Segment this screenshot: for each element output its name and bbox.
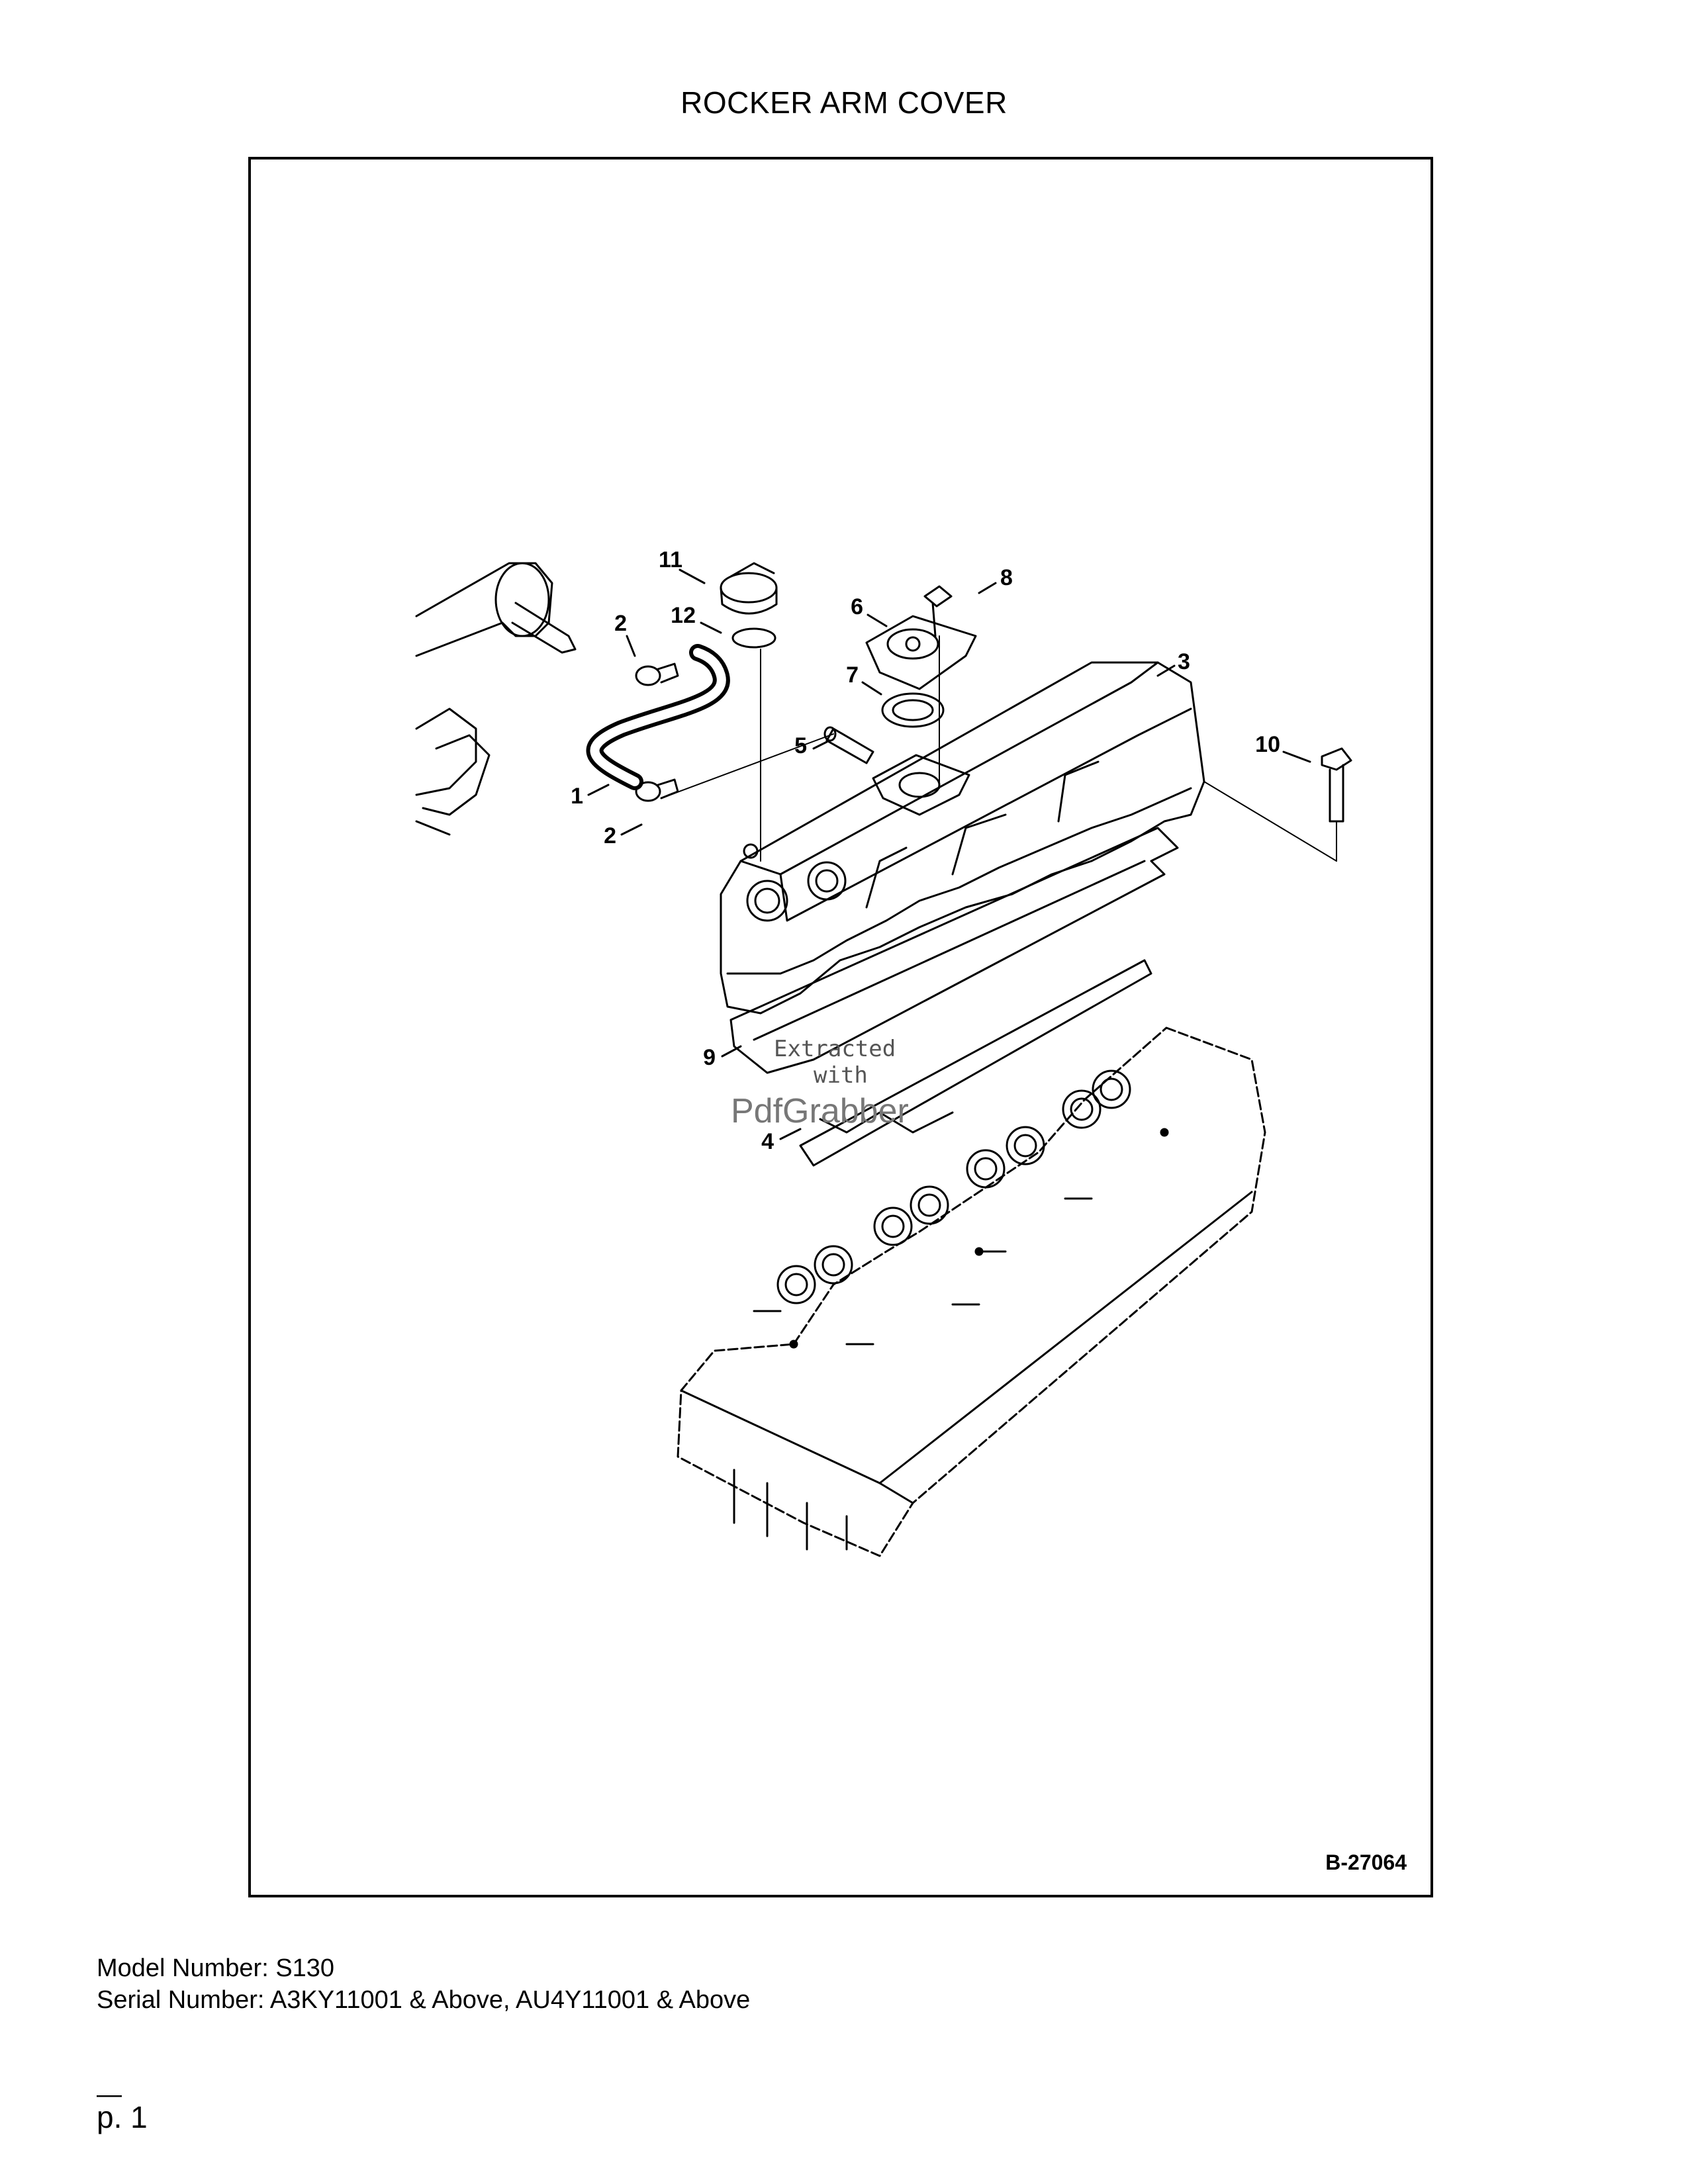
breather-hose — [586, 644, 730, 790]
callout-9: 9 — [703, 1045, 716, 1070]
model-number: Model Number: S130 — [97, 1954, 335, 1982]
breather-bolt — [923, 585, 953, 789]
callout-5: 5 — [794, 733, 807, 758]
mounting-bolt — [1203, 747, 1352, 862]
rocker-cover-gasket — [729, 827, 1179, 1167]
page-number: p. 1 — [97, 2100, 148, 2134]
breather-diaphragm — [881, 692, 945, 728]
hose-clamp-lower — [635, 778, 679, 802]
breather-pipe — [823, 726, 874, 764]
callout-2-upper: 2 — [614, 611, 627, 636]
oil-filler-cap — [720, 562, 778, 615]
callout-2-lower: 2 — [604, 823, 616, 848]
rocker-arm-cover — [720, 661, 1205, 1015]
figure-id: B-27064 — [1325, 1850, 1407, 1874]
cylinder-head — [677, 1026, 1266, 1557]
callout-12: 12 — [671, 603, 696, 628]
pdfgrabber-watermark: Extracted with PdfGrabber — [731, 1036, 909, 1130]
watermark-line-2: with — [814, 1062, 868, 1089]
page-mark: — — [97, 2081, 122, 2109]
breather-base — [872, 754, 970, 816]
diagram-frame: 11 12 6 7 8 3 10 5 2 1 2 9 4 Extracted w… — [248, 157, 1433, 1897]
model-info: Model Number: S130 Serial Number: A3KY11… — [97, 1952, 750, 2016]
callout-3: 3 — [1178, 649, 1190, 674]
watermark-line-3: PdfGrabber — [731, 1092, 909, 1130]
callout-7: 7 — [846, 662, 859, 688]
callout-1: 1 — [571, 784, 583, 809]
manifold-partial — [415, 562, 577, 836]
callout-4: 4 — [761, 1129, 774, 1154]
filler-cap-o-ring — [731, 627, 776, 649]
hose-clamp-upper — [635, 662, 679, 686]
breather-cover — [865, 615, 977, 690]
watermark-line-1: Extracted — [774, 1036, 896, 1062]
callout-8: 8 — [1000, 565, 1013, 590]
callout-6: 6 — [851, 594, 863, 619]
exploded-parts-diagram: 11 12 6 7 8 3 10 5 2 1 2 9 4 Extracted w… — [415, 547, 1352, 1557]
page-title: ROCKER ARM COVER — [680, 85, 1008, 120]
callout-leaders — [587, 569, 1311, 1140]
serial-number: Serial Number: A3KY11001 & Above, AU4Y11… — [97, 1986, 751, 2014]
callout-10: 10 — [1255, 732, 1280, 757]
callout-11: 11 — [659, 547, 682, 572]
